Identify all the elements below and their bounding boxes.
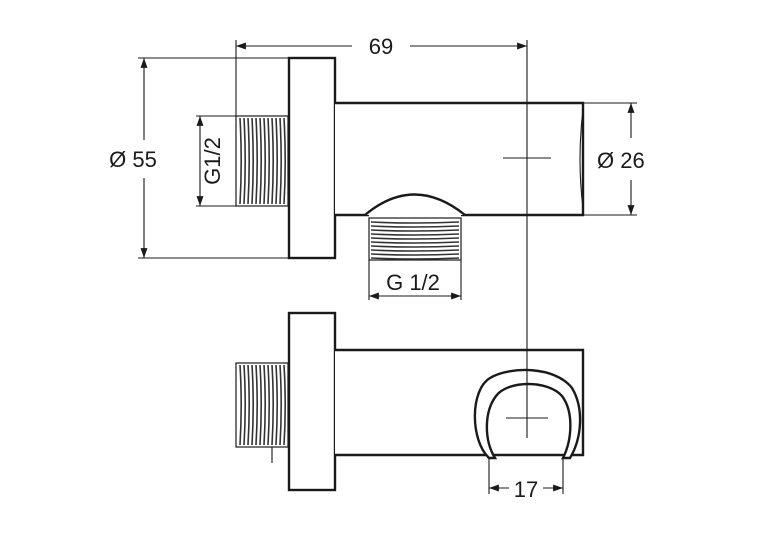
thread-line [247,117,250,205]
thread-line [283,364,286,446]
dimension-outlet-diameter-label: Ø 26 [597,148,645,173]
thread-line [263,364,266,446]
thread-line [271,117,274,205]
thread-line [243,364,246,446]
thread-line [370,225,460,228]
thread-line [370,237,460,240]
bottom-view [235,232,585,492]
thread-line [239,364,242,446]
rear-thread-nipple [235,115,289,207]
thread-line [243,117,246,205]
dimension-bottom-thread-label: G 1/2 [386,270,440,295]
dimension-outlet-diameter: Ø 26 [583,102,645,216]
thread-line [259,364,262,446]
thread-line [370,245,460,248]
dimension-holder-width-label: 17 [514,477,538,502]
thread-line [283,117,286,205]
thread-line [251,117,254,205]
dimension-holder-width: 17 [488,458,564,502]
bottom-outlet-dome [364,193,466,216]
thread-line [267,117,270,205]
outlet-front-face [579,109,584,209]
dimension-flange-diameter-label: Ø 55 [109,147,157,172]
thread-line [275,117,278,205]
wall-flange-lower [287,311,337,492]
thread-line [279,117,282,205]
thread-line [370,233,460,236]
dimension-length-label: 69 [369,34,393,59]
thread-line [255,117,258,205]
thread-line [239,117,242,205]
thread-line [370,257,460,260]
thread-line [255,364,258,446]
dimension-rear-thread: G1/2 [196,115,236,207]
thread-line [259,117,262,205]
thread-line [370,241,460,244]
thread-line [370,221,460,224]
dimension-flange-diameter: Ø 55 [109,57,289,259]
thread-line [370,229,460,232]
dimension-rear-thread-label: G1/2 [200,137,225,185]
holder-body [335,348,585,457]
thread-line [267,364,270,446]
handset-holder-hook [473,368,582,460]
thread-line [370,249,460,252]
dimension-length: 69 [235,34,528,116]
thread-line [247,364,250,446]
bottom-thread [368,217,462,261]
outlet-body [335,101,585,217]
top-view [235,42,585,261]
rear-thread-nipple-lower [235,362,289,463]
thread-line [275,364,278,446]
thread-line [370,253,460,256]
thread-line [263,117,266,205]
thread-line [271,364,274,446]
thread-line [251,364,254,446]
wall-flange [287,56,337,260]
dimension-bottom-thread: G 1/2 [368,260,462,300]
thread-line [279,364,282,446]
